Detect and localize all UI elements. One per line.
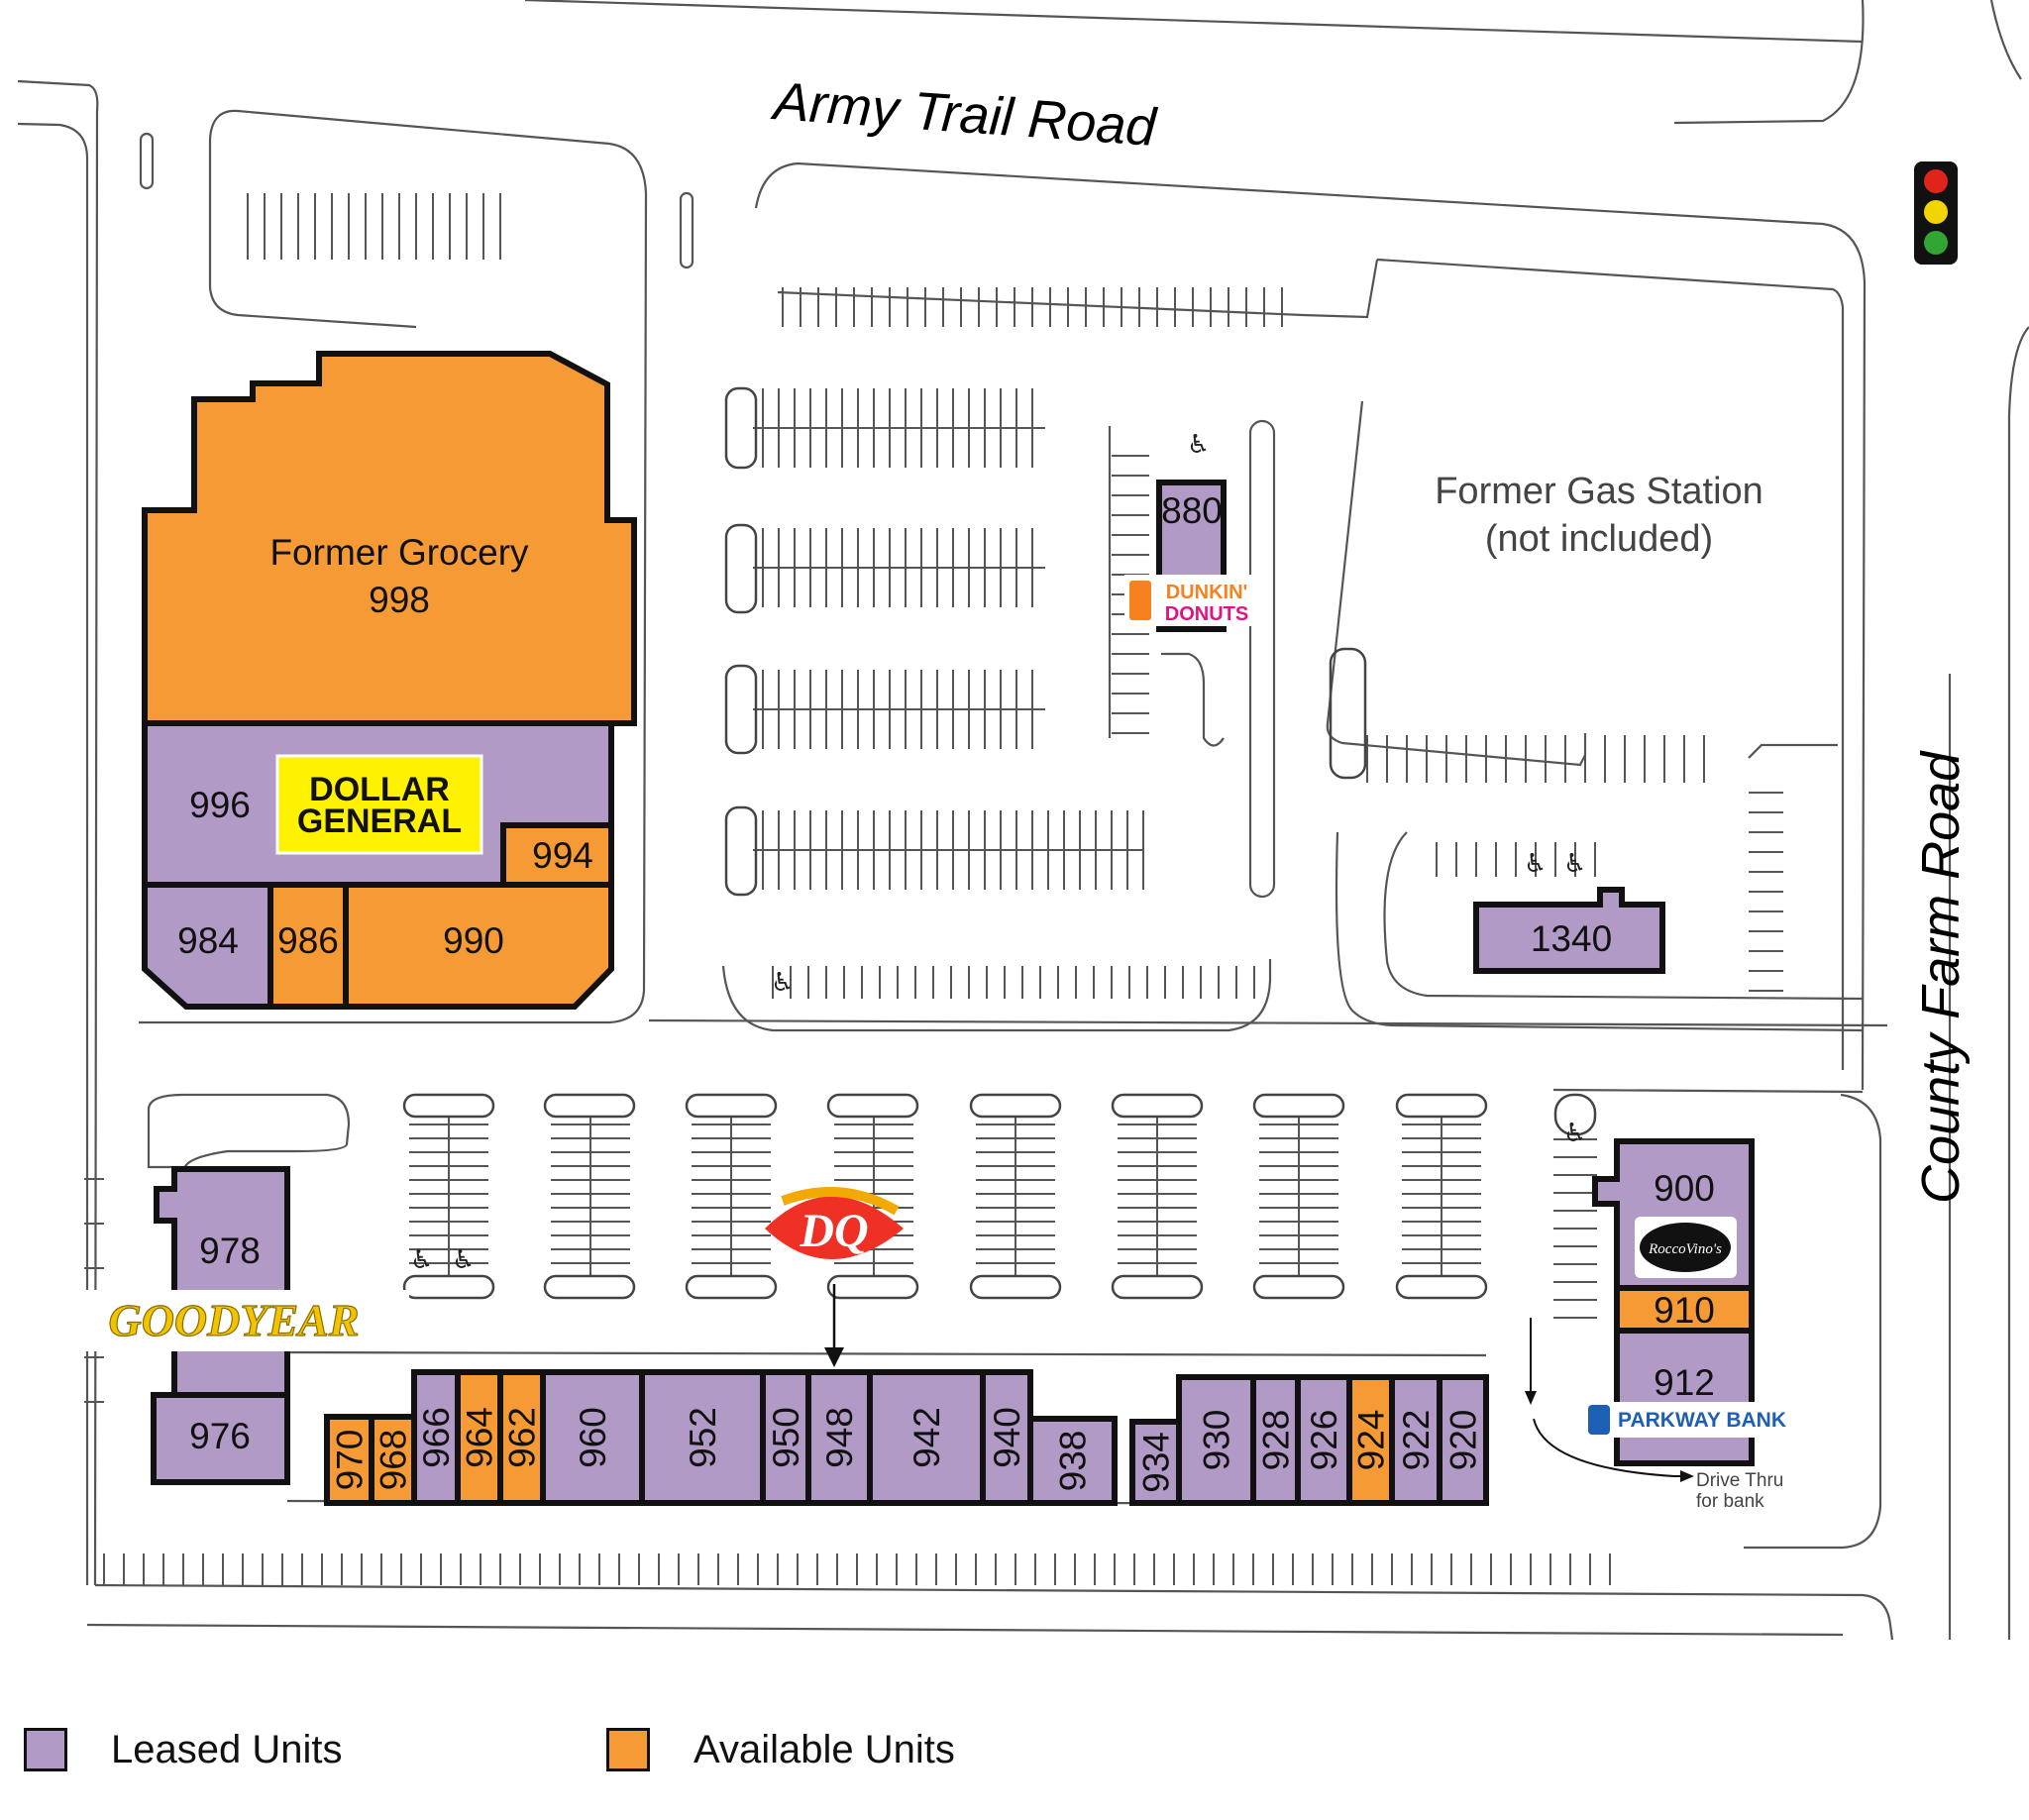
unit-978[interactable] bbox=[154, 1166, 290, 1398]
dollar-general-logo-line2: GENERAL bbox=[297, 803, 462, 840]
wheelchair-icon: ♿ bbox=[771, 968, 794, 998]
unit-950-number: 950 bbox=[766, 1407, 806, 1468]
unit-930-number: 930 bbox=[1197, 1410, 1237, 1471]
unit-996-number: 996 bbox=[189, 785, 251, 825]
unit-942-number: 942 bbox=[907, 1407, 947, 1468]
unit-998-name: Former Grocery bbox=[269, 532, 529, 573]
roccovinos-logo-text: RoccoVino's bbox=[1648, 1241, 1722, 1257]
wheelchair-icon: ♿ bbox=[1524, 849, 1547, 879]
wheelchair-icon: ♿ bbox=[1563, 849, 1586, 879]
legend-available-label: Available Units bbox=[694, 1727, 955, 1771]
unit-920-number: 920 bbox=[1443, 1410, 1484, 1471]
unit-966-number: 966 bbox=[416, 1407, 457, 1468]
unit-962-number: 962 bbox=[502, 1407, 543, 1468]
unit-1340-number: 1340 bbox=[1531, 918, 1612, 959]
unit-910-number: 910 bbox=[1654, 1290, 1715, 1331]
unit-928[interactable] bbox=[1250, 1374, 1301, 1506]
unit-948[interactable] bbox=[805, 1369, 873, 1506]
unit-960-number: 960 bbox=[573, 1407, 613, 1468]
unit-970[interactable] bbox=[324, 1414, 374, 1506]
unit-964-number: 964 bbox=[460, 1407, 500, 1468]
legend-available-swatch bbox=[606, 1728, 650, 1771]
drive-thru-note: for bank bbox=[1696, 1491, 1764, 1512]
dollar-general-logo-line1: DOLLAR bbox=[309, 771, 450, 808]
unit-924-number: 924 bbox=[1351, 1410, 1392, 1471]
unit-976-number: 976 bbox=[189, 1416, 251, 1456]
unit-910[interactable] bbox=[1614, 1285, 1755, 1334]
unit-912-number: 912 bbox=[1654, 1362, 1715, 1403]
legend-leased-label: Leased Units bbox=[111, 1727, 343, 1771]
wheelchair-icon: ♿ bbox=[410, 1245, 433, 1275]
unit-880-number: 880 bbox=[1161, 490, 1223, 531]
legend-available: Available Units bbox=[606, 1720, 955, 1779]
traffic-light-yellow bbox=[1924, 200, 1948, 224]
unit-926-number: 926 bbox=[1304, 1410, 1344, 1471]
unit-976[interactable] bbox=[151, 1392, 290, 1485]
unit-928-number: 928 bbox=[1256, 1410, 1297, 1471]
wheelchair-icon: ♿ bbox=[1563, 1119, 1586, 1148]
unit-960[interactable] bbox=[540, 1369, 645, 1506]
drive-thru-label: Drive Thru bbox=[1696, 1470, 1783, 1491]
gas-station-label: Former Gas Station bbox=[1435, 471, 1763, 512]
unit-970-number: 970 bbox=[330, 1430, 371, 1491]
dq-logo: DQ bbox=[765, 1187, 904, 1259]
unit-978-number: 978 bbox=[199, 1231, 261, 1271]
unit-968-number: 968 bbox=[374, 1430, 414, 1491]
unit-952-number: 952 bbox=[683, 1407, 723, 1468]
unit-924[interactable] bbox=[1346, 1374, 1395, 1506]
unit-984[interactable] bbox=[142, 882, 273, 1010]
unit-938[interactable] bbox=[1027, 1416, 1118, 1506]
unit-998[interactable] bbox=[142, 351, 637, 726]
parkway-bank-logo-text: PARKWAY BANK bbox=[1618, 1409, 1786, 1432]
unit-934-number: 934 bbox=[1136, 1432, 1177, 1493]
unit-920[interactable] bbox=[1437, 1374, 1489, 1506]
unit-922-number: 922 bbox=[1396, 1410, 1437, 1471]
legend-leased-swatch bbox=[24, 1728, 67, 1771]
unit-962[interactable] bbox=[497, 1369, 546, 1506]
drive-thru-arrow bbox=[1525, 1318, 1694, 1482]
arrow-down-icon bbox=[824, 1284, 844, 1367]
unit-990-number: 990 bbox=[443, 920, 504, 961]
unit-984-number: 984 bbox=[177, 920, 239, 961]
wheelchair-icon: ♿ bbox=[452, 1245, 475, 1275]
goodyear-logo: GOODYEAR bbox=[57, 1290, 409, 1351]
unit-942[interactable] bbox=[867, 1369, 986, 1506]
accessible-parking-icons: ♿ ♿ ♿ ♿ ♿ ♿ ♿ bbox=[410, 430, 1586, 1275]
goodyear-logo-text: GOODYEAR bbox=[108, 1295, 359, 1345]
unit-930[interactable] bbox=[1176, 1374, 1256, 1506]
dunkin-logo-line1: DUNKIN' bbox=[1166, 582, 1248, 603]
parking-islands bbox=[402, 386, 1597, 1300]
county-farm-road-label: County Farm Road bbox=[1911, 750, 1971, 1204]
traffic-light-green bbox=[1924, 231, 1948, 255]
dunkin-logo-line2: DONUTS bbox=[1165, 603, 1248, 625]
army-trail-road-label: Army Trail Road bbox=[769, 71, 1159, 158]
legend: Leased Units Available Units bbox=[24, 1720, 1114, 1789]
dunkin-donuts-logo: DUNKIN' DONUTS bbox=[1124, 575, 1263, 626]
unit-990[interactable] bbox=[343, 882, 614, 1010]
gas-station-note: (not included) bbox=[1485, 518, 1713, 560]
unit-998-number: 998 bbox=[369, 580, 430, 620]
wheelchair-icon: ♿ bbox=[1187, 430, 1210, 460]
dq-logo-text: DQ bbox=[799, 1205, 868, 1257]
unit-938-number: 938 bbox=[1053, 1431, 1094, 1492]
dollar-general-logo: DOLLAR GENERAL bbox=[275, 754, 483, 855]
unit-986-number: 986 bbox=[277, 920, 339, 961]
roccovinos-logo: RoccoVino's bbox=[1635, 1217, 1737, 1278]
unit-940-number: 940 bbox=[987, 1407, 1027, 1468]
unit-912[interactable] bbox=[1614, 1328, 1755, 1466]
unit-1340[interactable] bbox=[1473, 887, 1665, 974]
unit-900-number: 900 bbox=[1654, 1168, 1715, 1209]
traffic-light-red bbox=[1924, 169, 1948, 193]
legend-leased: Leased Units bbox=[24, 1720, 342, 1779]
unit-994[interactable] bbox=[500, 822, 614, 888]
unit-994-number: 994 bbox=[532, 835, 593, 876]
traffic-light-icon bbox=[1914, 161, 1958, 265]
unit-948-number: 948 bbox=[819, 1407, 860, 1468]
unit-986[interactable] bbox=[267, 882, 349, 1010]
parkway-bank-logo: PARKWAY BANK bbox=[1585, 1402, 1786, 1438]
